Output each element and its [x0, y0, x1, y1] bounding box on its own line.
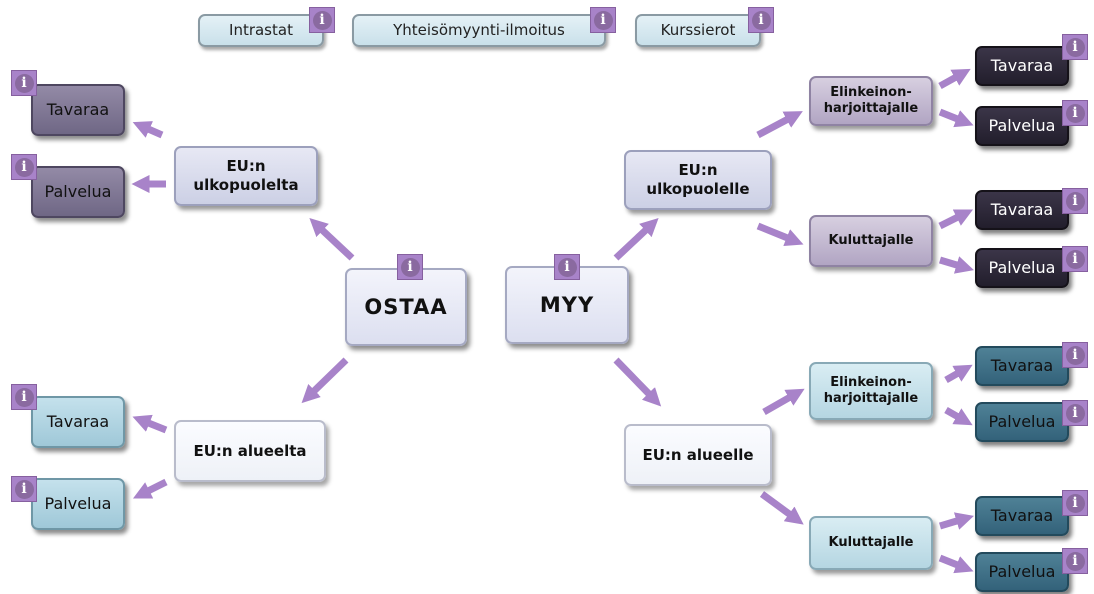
- ulko-kuluttajalle-node[interactable]: Kuluttajalle: [809, 215, 933, 267]
- info-icon[interactable]: i: [11, 154, 37, 180]
- arrow-e2-to-tavaraa: [944, 364, 973, 384]
- leaf-label: Tavaraa: [990, 200, 1054, 219]
- arrow-e1-to-palvelua: [938, 108, 974, 128]
- elinkeino-line2: harjoittajalle: [823, 391, 919, 406]
- arrow-e1-to-tavaraa: [938, 68, 971, 90]
- ostaa-ulko-palvelua-leaf[interactable]: Palvelua: [31, 166, 125, 218]
- yhteisomyynti-button[interactable]: Yhteisömyynti-ilmoitus: [352, 14, 606, 47]
- info-icon[interactable]: i: [1062, 400, 1088, 426]
- eu-ulkopuolelle-line2: ulkopuolelle: [646, 180, 750, 198]
- arrow-ulkopuolelle-to-elinkeino: [756, 111, 803, 139]
- info-icon[interactable]: i: [11, 70, 37, 96]
- info-icon[interactable]: i: [1062, 100, 1088, 126]
- alue-elinkeino-tavaraa-leaf[interactable]: Tavaraa: [975, 346, 1069, 386]
- leaf-label: Palvelua: [988, 562, 1056, 581]
- info-icon[interactable]: i: [397, 254, 423, 280]
- info-icon[interactable]: i: [1062, 188, 1088, 214]
- kuluttajalle-label: Kuluttajalle: [828, 232, 914, 248]
- info-icon[interactable]: i: [11, 476, 37, 502]
- leaf-label: Tavaraa: [990, 506, 1054, 525]
- info-icon[interactable]: i: [1062, 34, 1088, 60]
- ulko-elinkeino-palvelua-leaf[interactable]: Palvelua: [975, 106, 1069, 146]
- alue-elinkeino-palvelua-leaf[interactable]: Palvelua: [975, 402, 1069, 442]
- arrow-k1-to-tavaraa: [938, 209, 974, 230]
- ostaa-ulko-tavaraa-leaf[interactable]: Tavaraa: [31, 84, 125, 136]
- info-icon[interactable]: i: [1062, 342, 1088, 368]
- arrow-k2-to-tavaraa: [938, 512, 974, 530]
- alue-kuluttajalle-node[interactable]: Kuluttajalle: [809, 516, 933, 570]
- info-icon[interactable]: i: [11, 384, 37, 410]
- info-icon[interactable]: i: [309, 7, 335, 33]
- arrow-alueelle-to-kuluttaja: [759, 491, 804, 525]
- arrow-myy-to-ulkopuolelle: [613, 218, 659, 261]
- arrow-ostaa-to-alueelta: [301, 357, 349, 404]
- info-icon[interactable]: i: [1062, 490, 1088, 516]
- alue-kuluttaja-palvelua-leaf[interactable]: Palvelua: [975, 552, 1069, 592]
- alue-kuluttaja-tavaraa-leaf[interactable]: Tavaraa: [975, 496, 1069, 536]
- eu-alueelle-node[interactable]: EU:n alueelle: [624, 424, 772, 486]
- eu-ulkopuolelle-line1: EU:n: [678, 161, 718, 180]
- kurssierot-button[interactable]: Kurssierot: [635, 14, 761, 47]
- eu-alueelta-node[interactable]: EU:n alueelta: [174, 420, 326, 482]
- arrow-myy-to-alueelle: [613, 357, 662, 407]
- info-icon[interactable]: i: [1062, 548, 1088, 574]
- ostaa-alue-tavaraa-leaf[interactable]: Tavaraa: [31, 396, 125, 448]
- leaf-label: Palvelua: [44, 494, 112, 513]
- kurssierot-label: Kurssierot: [660, 21, 736, 40]
- arrow-ostaa-to-ulkopuolelta: [309, 218, 355, 261]
- arrow-ulkopuolelle-to-kuluttaja: [756, 222, 804, 247]
- ulko-kuluttaja-palvelua-leaf[interactable]: Palvelua: [975, 248, 1069, 288]
- eu-alueelta-label: EU:n alueelta: [193, 441, 307, 460]
- arrow-ulko-to-tavaraa: [132, 121, 164, 139]
- arrow-e2-to-palvelua: [944, 406, 973, 426]
- leaf-label: Tavaraa: [46, 100, 110, 119]
- info-icon[interactable]: i: [590, 7, 616, 33]
- leaf-label: Palvelua: [988, 116, 1056, 135]
- ulko-kuluttaja-tavaraa-leaf[interactable]: Tavaraa: [975, 190, 1069, 230]
- arrow-alue-to-palvelua: [132, 478, 168, 499]
- ostaa-label: OSTAA: [364, 294, 448, 319]
- leaf-label: Tavaraa: [990, 356, 1054, 375]
- leaf-label: Palvelua: [44, 182, 112, 201]
- ulko-elinkeinonharjoittajalle-node[interactable]: Elinkeinon- harjoittajalle: [809, 76, 933, 126]
- alue-elinkeinonharjoittajalle-node[interactable]: Elinkeinon- harjoittajalle: [809, 362, 933, 420]
- eu-alueelle-label: EU:n alueelle: [642, 445, 754, 464]
- elinkeino-line1: Elinkeinon-: [830, 84, 912, 100]
- elinkeino-line1: Elinkeinon-: [830, 374, 912, 390]
- ulko-elinkeino-tavaraa-leaf[interactable]: Tavaraa: [975, 46, 1069, 86]
- arrow-k1-to-palvelua: [938, 256, 974, 274]
- leaf-label: Palvelua: [988, 258, 1056, 277]
- yhteisomyynti-label: Yhteisömyynti-ilmoitus: [393, 21, 565, 40]
- info-icon[interactable]: i: [554, 254, 580, 280]
- arrow-alue-to-tavaraa: [132, 414, 168, 434]
- eu-ulkopuolelta-line2: ulkopuolelta: [193, 176, 299, 194]
- kuluttajalle-label: Kuluttajalle: [828, 534, 914, 550]
- info-icon[interactable]: i: [748, 7, 774, 33]
- arrow-alueelle-to-elinkeino: [762, 388, 805, 416]
- intrastat-label: Intrastat: [229, 21, 293, 40]
- eu-ulkopuolelle-node[interactable]: EU:n ulkopuolelle: [624, 150, 772, 210]
- elinkeino-line2: harjoittajalle: [823, 101, 919, 116]
- eu-ulkopuolelta-node[interactable]: EU:n ulkopuolelta: [174, 146, 318, 206]
- ostaa-alue-palvelua-leaf[interactable]: Palvelua: [31, 478, 125, 530]
- info-icon[interactable]: i: [1062, 246, 1088, 272]
- leaf-label: Tavaraa: [990, 56, 1054, 75]
- eu-ulkopuolelta-line1: EU:n: [226, 157, 266, 176]
- leaf-label: Palvelua: [988, 412, 1056, 431]
- myy-label: MYY: [539, 292, 595, 317]
- leaf-label: Tavaraa: [46, 412, 110, 431]
- arrow-k2-to-palvelua: [938, 554, 974, 574]
- intrastat-button[interactable]: Intrastat: [198, 14, 324, 47]
